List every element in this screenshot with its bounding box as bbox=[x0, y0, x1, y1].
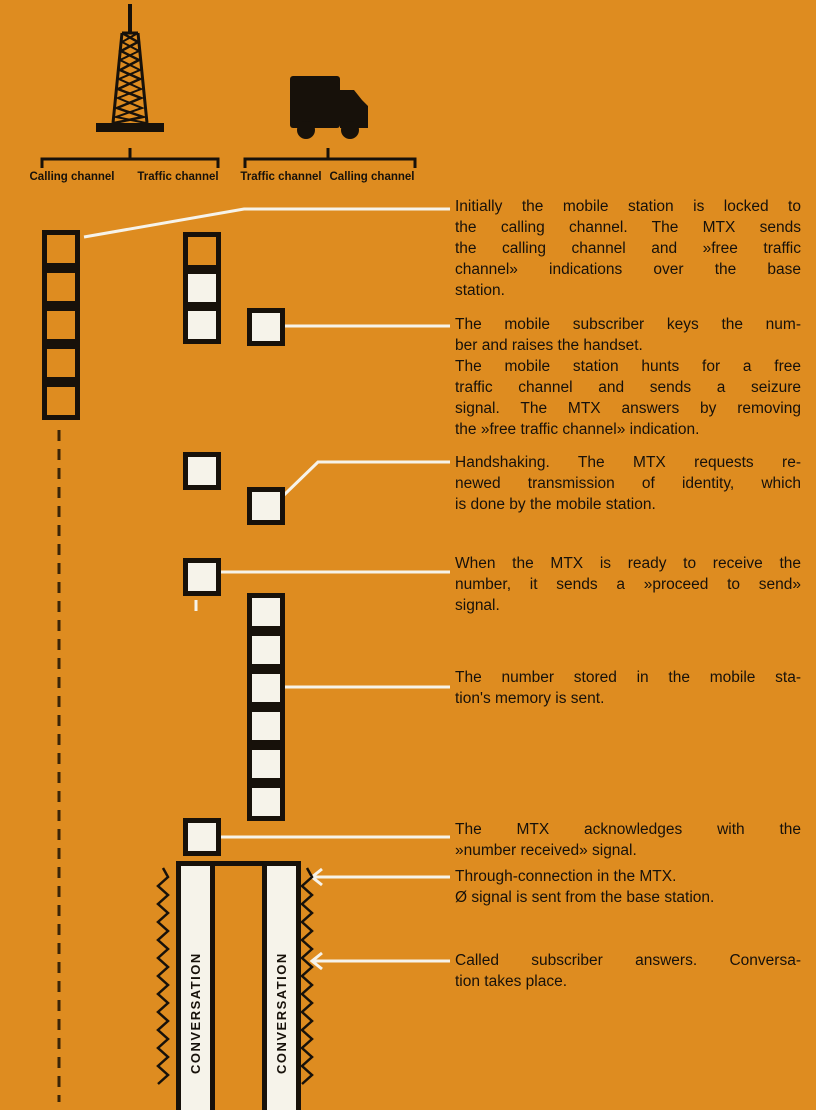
annotation-line: Ø signal is sent from the base station. bbox=[455, 889, 715, 906]
annotation-line: newed transmission of identity, which bbox=[455, 475, 801, 492]
signal-square bbox=[247, 487, 285, 525]
conversation-bar-right: CONVERSATION bbox=[262, 866, 301, 1110]
annotation-line: Called subscriber answers. Conversa- bbox=[455, 952, 801, 969]
radio-tower-icon bbox=[96, 4, 164, 132]
signal-square bbox=[247, 593, 285, 631]
annotation-line: tion takes place. bbox=[455, 973, 568, 990]
signal-square bbox=[183, 232, 221, 270]
signal-square bbox=[183, 558, 221, 596]
speech-zigzag-left bbox=[156, 867, 170, 1085]
truck-icon bbox=[290, 76, 368, 139]
callout-line-locked bbox=[83, 207, 450, 239]
annotation-handshaking: Handshaking. The MTX requests re-newed t… bbox=[455, 452, 801, 515]
annotation-line: the »free traffic channel» indication. bbox=[455, 421, 700, 438]
signal-square bbox=[42, 344, 80, 382]
signal-square bbox=[247, 707, 285, 745]
arrow-answer bbox=[309, 951, 323, 971]
annotation-line: The number stored in the mobile sta- bbox=[455, 669, 801, 686]
annotation-locked-to-calling-channel: Initially the mobile station is locked t… bbox=[455, 196, 801, 301]
annotation-line: The MTX acknowledges with the bbox=[455, 821, 801, 838]
annotation-line: »number received» signal. bbox=[455, 842, 637, 859]
annotation-line: station. bbox=[455, 282, 505, 299]
annotation-line: When the MTX is ready to receive the bbox=[455, 555, 801, 572]
signal-square bbox=[183, 306, 221, 344]
label-mobile-traffic-channel: Traffic channel bbox=[240, 171, 322, 183]
signal-square bbox=[183, 269, 221, 307]
signal-square bbox=[247, 308, 285, 346]
mobile-station-bracket bbox=[243, 148, 417, 168]
through-connection-bar bbox=[176, 861, 301, 866]
label-mobile-calling-channel: Calling channel bbox=[329, 171, 415, 183]
signal-square bbox=[183, 818, 221, 856]
annotation-line: Through-connection in the MTX. bbox=[455, 868, 677, 885]
annotation-through-connection: Through-connection in the MTX. Ø signal i… bbox=[455, 866, 801, 908]
annotation-line: signal. bbox=[455, 597, 500, 614]
label-base-calling-channel: Calling channel bbox=[29, 171, 115, 183]
signal-square bbox=[247, 783, 285, 821]
annotation-proceed-to-send: When the MTX is ready to receive the numb… bbox=[455, 553, 801, 616]
annotation-line: signal. The MTX answers by removing bbox=[455, 400, 801, 417]
conversation-label-left: CONVERSATION bbox=[188, 952, 203, 1075]
annotation-line: The mobile subscriber keys the num- bbox=[455, 316, 801, 333]
annotation-seizure-signal: The mobile subscriber keys the num-ber a… bbox=[455, 314, 801, 440]
annotation-line: the calling channel. The MTX sends bbox=[455, 219, 801, 236]
annotation-line: tion's memory is sent. bbox=[455, 690, 605, 707]
signal-square bbox=[42, 230, 80, 268]
conversation-bar-left: CONVERSATION bbox=[176, 866, 215, 1110]
signal-square bbox=[42, 382, 80, 420]
signal-square bbox=[247, 745, 285, 783]
annotation-line: number, it sends a »proceed to send» bbox=[455, 576, 801, 593]
signal-square bbox=[183, 452, 221, 490]
speech-zigzag-right bbox=[300, 867, 314, 1085]
signal-square bbox=[42, 306, 80, 344]
annotation-line: channel» indications over the base bbox=[455, 261, 801, 278]
annotation-line: Initially the mobile station is locked t… bbox=[455, 198, 801, 215]
annotation-number-sent: The number stored in the mobile sta-tion… bbox=[455, 667, 801, 709]
signal-square bbox=[247, 631, 285, 669]
annotation-line: Handshaking. The MTX requests re- bbox=[455, 454, 801, 471]
annotation-number-received: The MTX acknowledges with the »number rec… bbox=[455, 819, 801, 861]
annotation-line: is done by the mobile station. bbox=[455, 496, 656, 513]
signal-square bbox=[247, 669, 285, 707]
base-station-bracket bbox=[40, 148, 220, 168]
conversation-label-right: CONVERSATION bbox=[274, 952, 289, 1075]
signal-square bbox=[42, 268, 80, 306]
annotation-subscriber-answers: Called subscriber answers. Conversa-tion… bbox=[455, 950, 801, 992]
annotation-line: The mobile station hunts for a free bbox=[455, 358, 801, 375]
annotation-line: traffic channel and sends a seizure bbox=[455, 379, 801, 396]
callout-line-handshaking bbox=[282, 460, 450, 497]
annotation-line: ber and raises the handset. bbox=[455, 337, 643, 354]
label-base-traffic-channel: Traffic channel bbox=[137, 171, 219, 183]
annotation-line: the calling channel and »free traffic bbox=[455, 240, 801, 257]
